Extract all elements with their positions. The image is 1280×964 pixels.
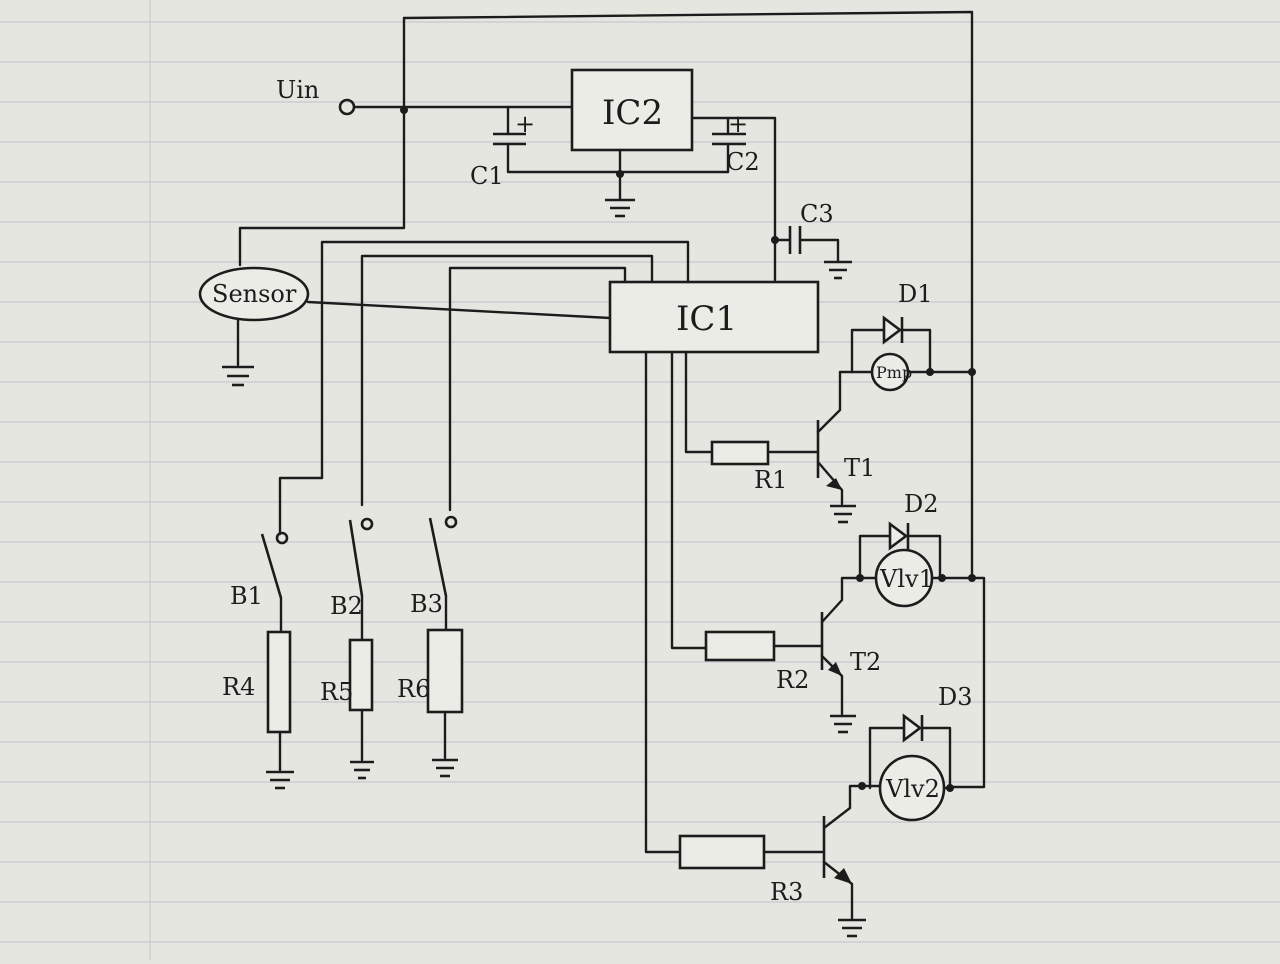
ground-symbol-c3	[824, 260, 852, 280]
wire-ic1-to-r3	[644, 350, 682, 854]
wire-supply-to-sensor	[238, 16, 406, 267]
wire-t1-collector	[816, 370, 854, 434]
ground-symbol-r6	[432, 758, 458, 778]
wire-t3-collector	[822, 784, 864, 830]
ground-symbol-t2	[830, 714, 856, 734]
junction	[856, 574, 864, 582]
wire-sensor-to-ic1	[306, 300, 612, 320]
b1-switch-lever	[260, 533, 283, 599]
t1-label: T1	[844, 454, 875, 482]
c1-label: C1	[470, 162, 504, 190]
wire-b2-to-ic1	[360, 254, 654, 507]
wire-ic1-to-r2	[670, 350, 708, 650]
r2-resistor	[704, 630, 776, 662]
junction	[938, 574, 946, 582]
b2-label: B2	[330, 592, 363, 620]
wire-b1-top	[278, 476, 324, 536]
d3-diode-triangle	[902, 713, 923, 743]
wire-t3-emitter	[822, 860, 854, 920]
pump-label: Pmp	[876, 363, 912, 382]
ground-symbol-r4	[266, 770, 294, 790]
wire-t2-collector	[820, 576, 864, 624]
ground-symbol-ic2	[605, 198, 635, 218]
wire-right-rail	[948, 576, 986, 789]
r4-label: R4	[222, 673, 255, 701]
t2-label: T2	[850, 648, 881, 676]
b3-label: B3	[410, 590, 443, 618]
junction	[968, 574, 976, 582]
junction	[926, 368, 934, 376]
r6-resistor	[426, 628, 464, 714]
junction	[400, 106, 408, 114]
wire-d1-left	[850, 328, 886, 374]
d1-label: D1	[898, 280, 933, 308]
r5-label: R5	[320, 678, 353, 706]
junction	[858, 782, 866, 790]
ic1-block	[608, 280, 820, 354]
ic1-label: IC1	[676, 299, 737, 339]
r6-label: R6	[397, 675, 430, 703]
notebook-rules	[0, 21, 1280, 943]
wire-b1-to-ic1	[320, 240, 690, 480]
ground-symbol-t1	[830, 504, 856, 524]
b3-contact	[444, 515, 458, 529]
wire-top-rail	[402, 10, 974, 580]
wire-d2-left	[858, 534, 892, 580]
sensor-label: Sensor	[212, 280, 297, 308]
ground-symbol-t3	[838, 918, 866, 938]
wire-c3-right	[798, 238, 840, 264]
b1-label: B1	[230, 582, 263, 610]
b1-contact	[275, 531, 289, 545]
junction	[616, 170, 624, 178]
c1-plus-sign: +	[515, 110, 535, 138]
wire-d3-left	[868, 726, 906, 790]
b2-switch-lever	[348, 519, 364, 597]
t1-emitter-arrow	[826, 478, 842, 490]
ground-symbol-sensor	[222, 365, 254, 387]
vlv2-label: Vlv2	[885, 775, 940, 803]
b2-contact	[360, 517, 374, 531]
d2-label: D2	[904, 490, 939, 518]
d1-diode-triangle	[882, 315, 903, 345]
wire-d2-right	[906, 534, 942, 580]
wire-t2-emitter	[820, 654, 844, 716]
ic2-block	[570, 68, 694, 152]
wire-ic1-to-r1	[684, 350, 714, 454]
ground-symbol-r5	[350, 760, 374, 780]
junction	[946, 784, 954, 792]
b3-switch-lever	[428, 517, 448, 597]
c2-plus-sign: +	[728, 110, 748, 138]
uin-label: Uin	[276, 76, 319, 104]
vlv1-label: Vlv1	[879, 565, 934, 593]
d3-label: D3	[938, 683, 973, 711]
r3-label: R3	[770, 878, 803, 906]
c2-label: C2	[726, 148, 760, 176]
wire-d3-right	[920, 726, 952, 790]
ic2-label: IC2	[602, 93, 663, 133]
sensor-ellipse	[198, 266, 310, 322]
r3-resistor	[678, 834, 766, 870]
wire-ic2-output	[690, 116, 777, 282]
r1-resistor	[710, 440, 770, 466]
t2-emitter-arrow	[828, 662, 842, 676]
r2-label: R2	[776, 666, 809, 694]
junction	[968, 368, 976, 376]
wire-c1-ground-bus	[506, 142, 730, 174]
r1-label: R1	[754, 466, 787, 494]
r4-resistor	[266, 630, 292, 734]
wire-b3-to-ic1	[448, 266, 627, 512]
d2-diode-triangle	[888, 521, 909, 551]
wire-d1-right	[900, 328, 932, 374]
c3-label: C3	[800, 200, 834, 228]
t3-emitter-arrow	[834, 868, 852, 884]
